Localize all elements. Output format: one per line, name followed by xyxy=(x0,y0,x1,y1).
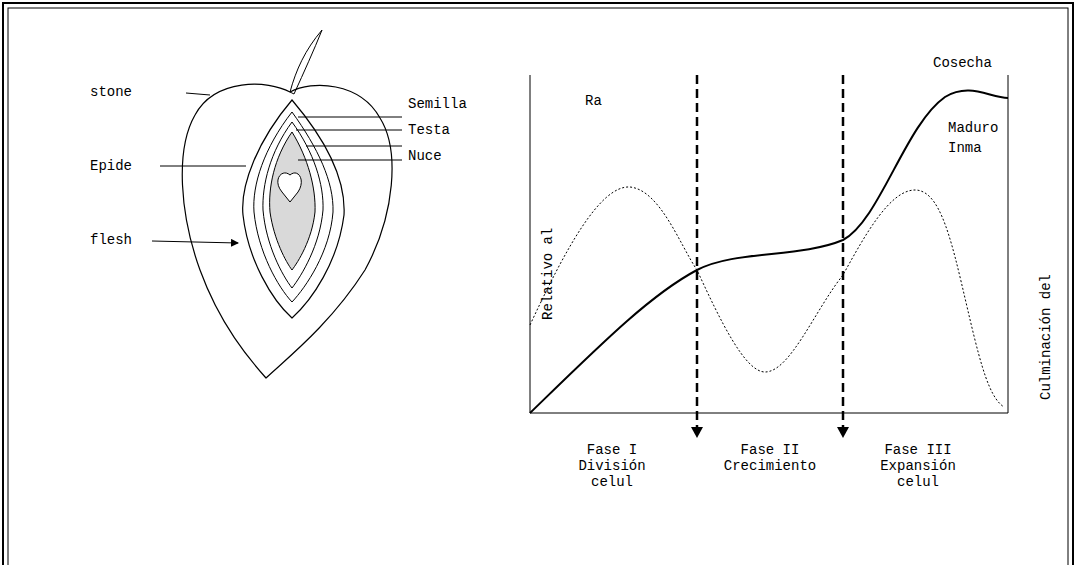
axis-title: Relativo al xyxy=(540,228,556,320)
phase-label: Fase III Expansión celul xyxy=(868,442,968,490)
part-name: Epide xyxy=(90,158,132,174)
part-name: flesh xyxy=(90,232,132,248)
part-name: Semilla xyxy=(408,96,467,112)
curve-label: Ra xyxy=(585,93,602,109)
axis-title: Culminación del xyxy=(1038,274,1054,400)
part-name: Nuce xyxy=(408,148,442,164)
part-name: stone xyxy=(90,84,132,100)
stage-label: Inma xyxy=(948,140,982,156)
stage-label: Cosecha xyxy=(933,55,992,71)
part-name: Testa xyxy=(408,122,450,138)
stage-label: Maduro xyxy=(948,120,998,136)
phase-label: Fase II Crecimiento xyxy=(715,442,825,474)
phase-label: Fase I División celul xyxy=(572,442,652,490)
